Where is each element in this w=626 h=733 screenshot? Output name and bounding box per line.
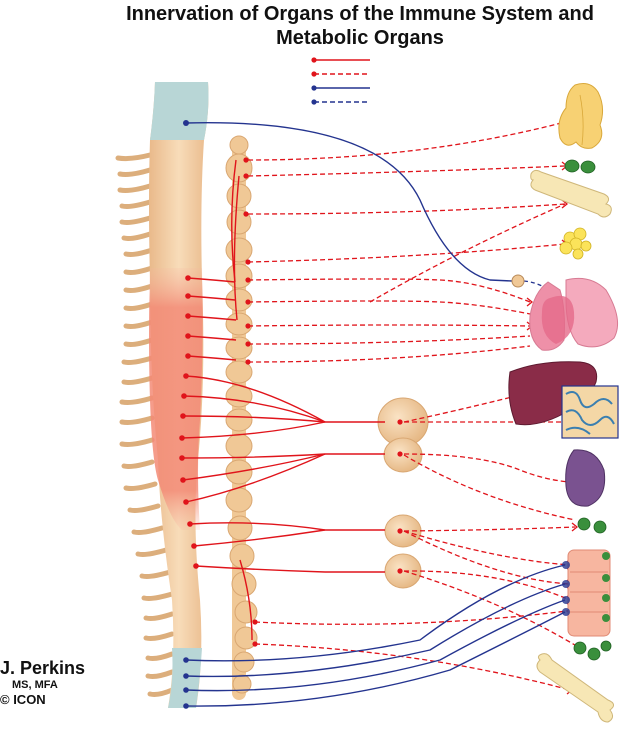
parasympathetic-postganglionic xyxy=(523,280,551,291)
legend-sympathetic-preganglionic xyxy=(311,57,370,63)
lymph-node-icon xyxy=(564,159,596,174)
bone-icon xyxy=(530,169,612,218)
artist-name: J. Perkins xyxy=(0,658,86,678)
prevertebral-ganglia xyxy=(377,397,429,589)
copyright-notice: © ICON xyxy=(0,692,46,707)
credit-block: J. Perkins MS, MFA © ICON xyxy=(0,658,85,708)
spleen-icon xyxy=(565,449,606,507)
sympathetic-preganglionic-fibres xyxy=(181,159,385,641)
brainstem xyxy=(150,82,209,140)
legend-parasympathetic-postganglionic xyxy=(311,99,370,105)
artist-degree: MS, MFA xyxy=(12,679,58,691)
thoracolumbar-segment xyxy=(149,268,203,530)
legend-sympathetic-postganglionic xyxy=(311,71,370,77)
title-line-2: Metabolic Organs xyxy=(276,27,444,49)
sympathetic-chain xyxy=(225,135,258,700)
pancreas-icon xyxy=(559,227,592,260)
intestine-icon xyxy=(561,385,619,439)
intestine-icon xyxy=(562,549,611,637)
celiac-ganglion-lower xyxy=(383,437,423,473)
legend-parasympathetic-preganglionic xyxy=(311,85,370,91)
sympathetic-postganglionic-fibres xyxy=(247,121,581,691)
heart-icon xyxy=(541,295,575,344)
legend xyxy=(311,57,370,105)
lymph-node-icon xyxy=(577,517,607,534)
thymus-icon xyxy=(558,83,604,149)
diagram-title: Innervation of Organs of the Immune Syst… xyxy=(60,2,626,50)
sympathetic-cell-bodies xyxy=(179,157,403,647)
parasympathetic-cell-bodies xyxy=(183,120,189,709)
parasympathetic-fibres xyxy=(185,122,566,707)
spinal-cord xyxy=(149,82,209,708)
bone-icon xyxy=(536,653,614,723)
lymph-node-icon xyxy=(573,640,612,661)
title-line-1: Innervation of Organs of the Immune Syst… xyxy=(126,3,594,25)
spinal-nerve-roots xyxy=(115,152,175,697)
